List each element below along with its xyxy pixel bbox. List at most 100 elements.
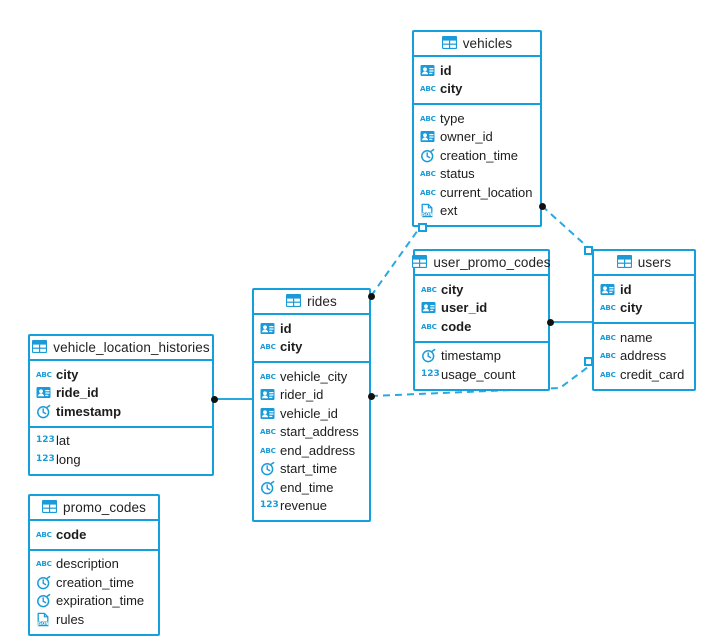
field-row-rides-start_time[interactable]: start_time [254, 460, 369, 479]
entity-header-promo_codes[interactable]: promo_codes [30, 496, 158, 521]
primary-key-card-icon [420, 63, 435, 78]
svg-text:JSON: JSON [37, 621, 49, 626]
field-row-vehicles-owner_id[interactable]: owner_id [414, 128, 540, 147]
entity-header-rides[interactable]: rides [254, 290, 369, 315]
field-row-vehicles-creation_time[interactable]: creation_time [414, 146, 540, 165]
table-grid-icon [286, 294, 302, 309]
field-row-vehicle_location_histories-timestamp[interactable]: timestamp [30, 402, 212, 421]
table-grid-icon [32, 340, 48, 355]
field-row-rides-rider_id[interactable]: rider_id [254, 386, 369, 405]
field-row-user_promo_codes-timestamp[interactable]: timestamp [415, 347, 548, 366]
field-label: city [280, 339, 303, 355]
entity-header-user_promo_codes[interactable]: user_promo_codes [412, 251, 551, 276]
primary-key-card-icon [421, 300, 436, 315]
field-label: rules [56, 611, 85, 627]
field-row-user_promo_codes-user_id[interactable]: user_id [415, 299, 548, 318]
entity-header-vehicles[interactable]: vehicles [414, 32, 540, 57]
number-type-icon: 123 [421, 368, 440, 379]
field-row-promo_codes-creation_time[interactable]: creation_time [30, 573, 158, 592]
field-label: code [441, 318, 472, 334]
field-row-rides-id[interactable]: id [254, 319, 369, 338]
field-label: vehicle_id [280, 405, 338, 421]
field-label: id [620, 281, 632, 297]
entity-title: users [637, 255, 672, 270]
field-row-rides-vehicle_city[interactable]: ABC vehicle_city [254, 367, 369, 386]
relationship-line-rel-vehicles-rides[interactable] [370, 229, 419, 297]
field-row-promo_codes-rules[interactable]: JSON rules [30, 610, 158, 629]
timestamp-clock-icon [36, 575, 51, 590]
entity-title: user_promo_codes [433, 255, 551, 270]
field-row-rides-vehicle_id[interactable]: vehicle_id [254, 404, 369, 423]
field-row-rides-city[interactable]: ABC city [254, 338, 369, 357]
field-row-rides-end_time[interactable]: end_time [254, 478, 369, 497]
primary-key-card-icon [260, 406, 275, 421]
field-label: ride_id [56, 385, 99, 401]
field-label: city [56, 366, 79, 382]
field-row-vehicle_location_histories-ride_id[interactable]: ride_id [30, 384, 212, 403]
field-label: vehicle_city [280, 368, 348, 384]
number-type-icon: 123 [36, 435, 55, 446]
entity-header-vehicle_location_histories[interactable]: vehicle_location_histories [30, 336, 212, 361]
field-label: end_address [280, 442, 356, 458]
field-row-promo_codes-expiration_time[interactable]: expiration_time [30, 592, 158, 611]
primary-key-card-icon [260, 387, 275, 402]
text-type-icon: ABC [260, 427, 276, 437]
entity-title: vehicle_location_histories [53, 340, 210, 355]
relationship-endpoint-square [584, 246, 593, 255]
entity-header-users[interactable]: users [594, 251, 694, 276]
field-label: revenue [280, 498, 327, 514]
primary-key-card-icon [420, 129, 435, 144]
relationship-line-rel-vehicles-users[interactable] [541, 205, 593, 252]
field-row-vehicles-id[interactable]: id [414, 61, 540, 80]
field-label: type [440, 110, 465, 126]
text-type-icon: ABC [260, 342, 276, 352]
relationship-endpoint-dot [367, 292, 375, 300]
field-row-users-id[interactable]: id [594, 280, 694, 299]
field-label: lat [56, 433, 70, 449]
json-document-icon: JSON [36, 612, 51, 627]
field-label: owner_id [440, 129, 493, 145]
field-label: user_id [441, 300, 488, 316]
relationship-endpoint-square [584, 357, 593, 366]
text-type-icon: ABC [260, 371, 276, 381]
entity-title: rides [307, 294, 337, 309]
field-label: id [440, 62, 452, 78]
svg-text:JSON: JSON [421, 212, 433, 217]
field-label: creation_time [440, 147, 519, 163]
field-label: city [441, 281, 464, 297]
text-type-icon: ABC [600, 369, 616, 379]
field-label: address [620, 348, 667, 364]
field-label: rider_id [280, 387, 324, 403]
